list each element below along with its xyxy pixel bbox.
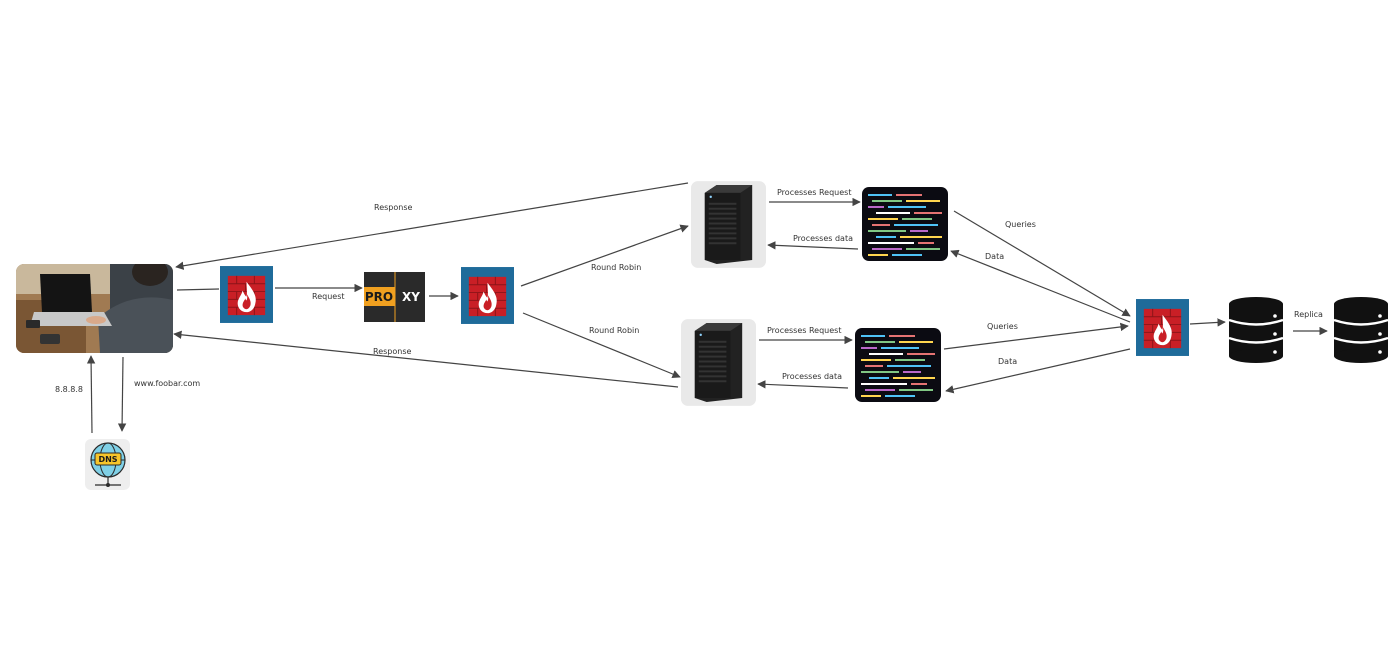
round-robin-bottom-label: Round Robin (589, 326, 639, 335)
client-laptop-node (16, 264, 173, 353)
round-robin-top-arrow (520, 224, 689, 287)
data-bottom-arrow (945, 348, 1131, 394)
data-bottom-label: Data (998, 357, 1017, 366)
database-icon (1333, 296, 1389, 364)
tower-server-icon (681, 319, 756, 406)
queries-bottom-label: Queries (987, 322, 1018, 331)
client-to-firewall-line (176, 288, 220, 291)
queries-top-label: Queries (1005, 220, 1036, 229)
edges (86, 182, 1328, 434)
firewall-to-db-arrow (1189, 318, 1226, 327)
firewall-icon (461, 267, 514, 324)
dns-lookup-arrow (117, 356, 127, 432)
queries-top-arrow (953, 210, 1131, 317)
code-screen-icon (855, 328, 941, 402)
edge-labels: Response Response Request Round Robin Ro… (55, 188, 1323, 394)
proxy-node: PRO XY (364, 272, 425, 322)
processes-data-bottom-arrow (757, 380, 849, 389)
firewall-icon (220, 266, 273, 323)
dns-text: DNS (98, 455, 117, 464)
processes-request-top-label: Processes Request (777, 188, 851, 197)
round-robin-bottom-arrow (522, 312, 681, 379)
round-robin-top-label: Round Robin (591, 263, 641, 272)
data-top-label: Data (985, 252, 1004, 261)
processes-request-bottom-label: Processes Request (767, 326, 841, 335)
dns-node: DNS (85, 439, 130, 490)
dns-ip-label: 8.8.8.8 (55, 385, 83, 394)
data-top-arrow (950, 249, 1131, 323)
queries-bottom-arrow (943, 322, 1129, 350)
response-bottom-label: Response (373, 347, 412, 356)
processes-data-bottom-label: Processes data (782, 372, 842, 381)
processes-data-top-label: Processes data (793, 234, 853, 243)
firewall-icon (1136, 299, 1189, 356)
response-bottom-arrow (173, 330, 679, 388)
dns-ip-arrow (86, 355, 96, 434)
response-top-label: Response (374, 203, 413, 212)
replica-label: Replica (1294, 310, 1323, 319)
proxy-text-a: PRO (365, 290, 393, 304)
processes-data-top-arrow (767, 241, 859, 250)
code-screen-icon (862, 187, 948, 261)
response-top-arrow (175, 182, 689, 270)
tower-server-icon (691, 181, 766, 268)
dns-domain-label: www.foobar.com (134, 379, 200, 388)
request-label: Request (312, 292, 345, 301)
proxy-text-b: XY (402, 290, 420, 304)
database-icon (1228, 296, 1284, 364)
